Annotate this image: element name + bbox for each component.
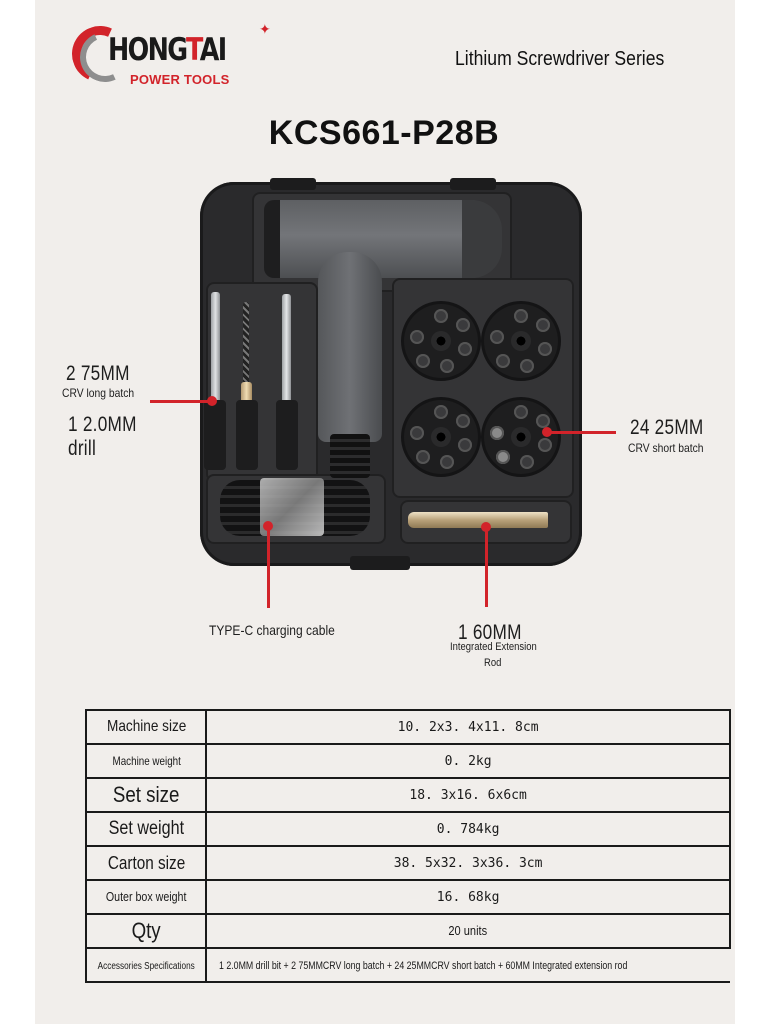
spec-label-cell: Carton size <box>84 845 208 881</box>
product-case-image <box>200 178 582 570</box>
spec-value-cell: 20 units <box>205 913 731 949</box>
case-hinge <box>450 178 496 190</box>
spec-label-cell: Set weight <box>84 811 208 847</box>
spec-label-cell: Set size <box>84 777 208 813</box>
callout-line-long-batch <box>150 400 212 403</box>
spec-value: 18. 3x16. 6x6cm <box>409 787 527 803</box>
callout-dot-short-batch <box>542 427 552 437</box>
spec-label: Machine size <box>106 718 186 735</box>
spec-value: 20 units <box>448 923 488 938</box>
table-row: Machine weight 0. 2kg <box>84 743 731 779</box>
extension-desc-label-1: Integrated Extension <box>450 641 537 653</box>
callout-line-cable <box>267 526 270 608</box>
drill-desc-label: drill <box>68 437 97 460</box>
table-row: Set size 18. 3x16. 6x6cm <box>84 777 731 813</box>
long-bit <box>211 292 220 412</box>
table-row: Set weight 0. 784kg <box>84 811 731 847</box>
short-batch-desc-label: CRV short batch <box>628 441 704 455</box>
callout-dot-cable <box>263 521 273 531</box>
callout-line-extension <box>485 527 488 607</box>
spec-label-cell: Machine size <box>84 709 208 745</box>
spec-value: 0. 784kg <box>436 821 500 837</box>
table-row: Outer box weight 16. 68kg <box>84 879 731 915</box>
callout-line-short-batch <box>548 431 616 434</box>
table-row: Carton size 38. 5x32. 3x36. 3cm <box>84 845 731 881</box>
spec-value-cell: 16. 68kg <box>205 879 731 915</box>
bit-puck <box>404 400 478 474</box>
drill-bit <box>243 302 249 412</box>
screwdriver-band <box>462 200 502 278</box>
screwdriver-end-cap <box>264 200 280 278</box>
bit-holder <box>276 400 298 470</box>
spec-value: 1 2.0MM drill bit + 2 75MMCRV long batch… <box>219 959 628 972</box>
case-hinge <box>270 178 316 190</box>
bit-puck <box>404 304 478 378</box>
spec-label: Outer box weight <box>105 889 187 904</box>
model-title: KCS661-P28B <box>268 114 500 152</box>
spec-value: 0. 2kg <box>444 753 492 769</box>
spec-label: Machine weight <box>112 754 181 768</box>
flat-bit <box>282 294 291 454</box>
table-row: Qty 20 units <box>84 913 731 949</box>
spec-label: Set weight <box>108 818 184 839</box>
drill-size-label: 1 2.0MM <box>68 413 137 436</box>
spec-value-cell: 0. 784kg <box>205 811 731 847</box>
extension-size-label: 1 60MM <box>458 621 522 644</box>
bit-holder <box>236 400 258 470</box>
screwdriver-chuck <box>330 434 370 478</box>
callout-dot-long-batch <box>207 396 217 406</box>
spec-value: 38. 5x32. 3x36. 3cm <box>393 855 543 871</box>
screwdriver-grip <box>318 252 382 442</box>
brand-tagline: POWER TOOLS <box>130 72 230 87</box>
bit-holder <box>204 400 226 470</box>
cable-desc-label: TYPE-C charging cable <box>209 622 335 638</box>
bit-puck <box>484 304 558 378</box>
brand-word-part: AI <box>199 32 227 68</box>
spec-label-cell: Outer box weight <box>84 879 208 915</box>
sparkle-star-icon: ✦ <box>259 21 271 37</box>
long-batch-size-label: 2 75MM <box>66 362 130 385</box>
spec-table: Machine size 10. 2x3. 4x11. 8cm Machine … <box>84 709 731 983</box>
screwdriver-body <box>264 200 500 278</box>
extension-rod <box>408 512 548 528</box>
spec-label: Qty <box>131 918 161 943</box>
spec-value-cell: 10. 2x3. 4x11. 8cm <box>205 709 731 745</box>
long-batch-desc-label: CRV long batch <box>62 386 135 400</box>
series-title: Lithium Screwdriver Series <box>455 48 665 70</box>
spec-label: Accessories Specifications <box>97 961 195 972</box>
bit-puck <box>484 400 558 474</box>
table-row: Machine size 10. 2x3. 4x11. 8cm <box>84 709 731 745</box>
short-batch-size-label: 24 25MM <box>630 416 704 439</box>
table-row: Accessories Specifications 1 2.0MM drill… <box>84 947 730 983</box>
spec-value: 10. 2x3. 4x11. 8cm <box>397 719 539 735</box>
brand-word-part: HONG <box>108 32 188 68</box>
spec-value-cell: 38. 5x32. 3x36. 3cm <box>205 845 731 881</box>
spec-label: Set size <box>112 782 180 807</box>
brand-logo: HONGTAI ✦ POWER TOOLS <box>64 18 272 92</box>
spec-value: 16. 68kg <box>436 889 500 905</box>
spec-label-cell: Accessories Specifications <box>84 947 208 983</box>
brand-wordmark: HONGTAI <box>108 32 227 68</box>
spec-label-cell: Qty <box>84 913 208 949</box>
brand-word-drill-t: T <box>186 32 201 68</box>
case-latch <box>350 556 410 570</box>
spec-label-cell: Machine weight <box>84 743 208 779</box>
spec-value-cell: 1 2.0MM drill bit + 2 75MMCRV long batch… <box>205 947 730 983</box>
spec-value-cell: 0. 2kg <box>205 743 731 779</box>
callout-dot-extension <box>481 522 491 532</box>
extension-desc-label-2: Rod <box>484 657 502 669</box>
spec-value-cell: 18. 3x16. 6x6cm <box>205 777 731 813</box>
spec-label: Carton size <box>107 852 185 873</box>
